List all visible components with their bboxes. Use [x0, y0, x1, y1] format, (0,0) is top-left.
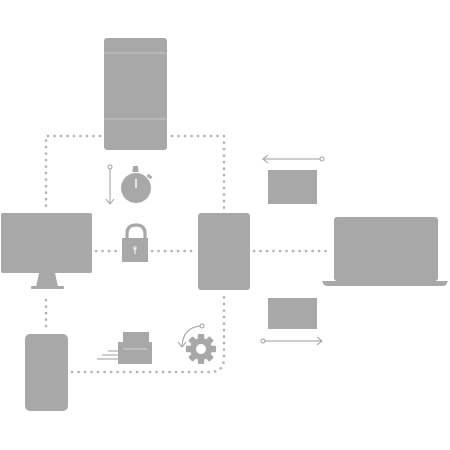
arrow-down-icon: [105, 164, 115, 205]
phone-icon: [25, 334, 68, 411]
arrow-right-icon: [260, 336, 323, 346]
connector-phone-hub: [70, 290, 226, 374]
connectors: [44, 134, 332, 374]
laptop-icon: [322, 217, 448, 286]
monitor-base: [31, 286, 64, 289]
data-panel-top-icon: [268, 170, 317, 204]
monitor-stand: [36, 273, 58, 287]
gear-icon: [186, 334, 216, 364]
connector-server-left: [44, 134, 102, 214]
monitor-screen: [1, 213, 92, 273]
tablet-hub-icon: [198, 213, 250, 290]
printer-icon: [97, 332, 152, 364]
arrow-left-icon: [262, 154, 325, 164]
server-tower-icon: [104, 38, 167, 150]
desktop-monitor-icon: [1, 213, 92, 289]
curved-arrow-icon: [177, 323, 205, 348]
laptop-screen: [334, 217, 438, 281]
stopwatch-icon: [121, 166, 153, 203]
data-panel-bottom-icon: [268, 298, 317, 329]
server-body: [104, 38, 167, 150]
lock-icon: [122, 223, 148, 262]
laptop-base: [322, 281, 448, 286]
connector-server-right: [170, 134, 226, 214]
